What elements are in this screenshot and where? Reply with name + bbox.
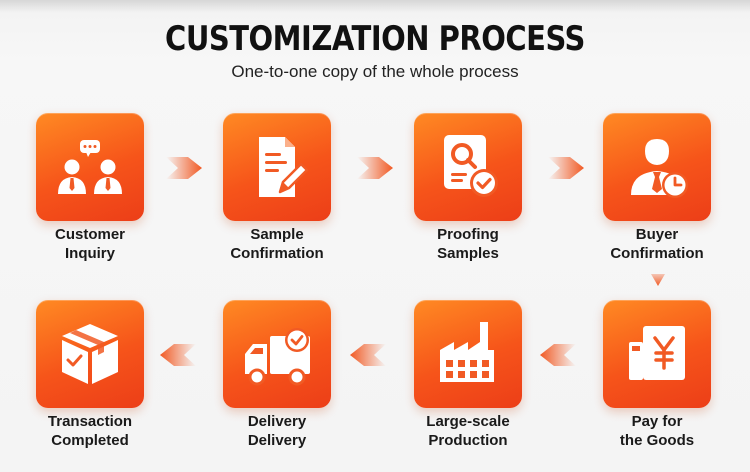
step-tile [36, 113, 144, 221]
arrow-down-icon [651, 272, 665, 288]
arrow-right-icon [357, 153, 395, 183]
yen-payment-icon [629, 326, 685, 380]
page-subtitle: One-to-one copy of the whole process [231, 62, 519, 81]
arrow-right-icon [166, 153, 204, 183]
step-tile [603, 113, 711, 221]
step-tile [603, 300, 711, 408]
arrow-left-icon [348, 340, 386, 370]
document-edit-icon [259, 137, 309, 197]
factory-icon [440, 322, 494, 382]
arrow-left-icon [538, 340, 576, 370]
arrow-right-icon [548, 153, 586, 183]
top-shadow [0, 0, 750, 12]
completed-box-icon [62, 324, 118, 384]
step-tile [223, 300, 331, 408]
delivery-truck-icon [245, 328, 310, 386]
arrow-left-icon [158, 340, 196, 370]
buyer-clock-icon [631, 139, 688, 198]
step-tile [414, 300, 522, 408]
proofing-check-icon [444, 135, 498, 197]
page-title: CUSTOMIZATION PROCESS [165, 18, 585, 59]
step-tile [36, 300, 144, 408]
step-tile [414, 113, 522, 221]
step-tile [223, 113, 331, 221]
customer-inquiry-icon [58, 140, 122, 194]
